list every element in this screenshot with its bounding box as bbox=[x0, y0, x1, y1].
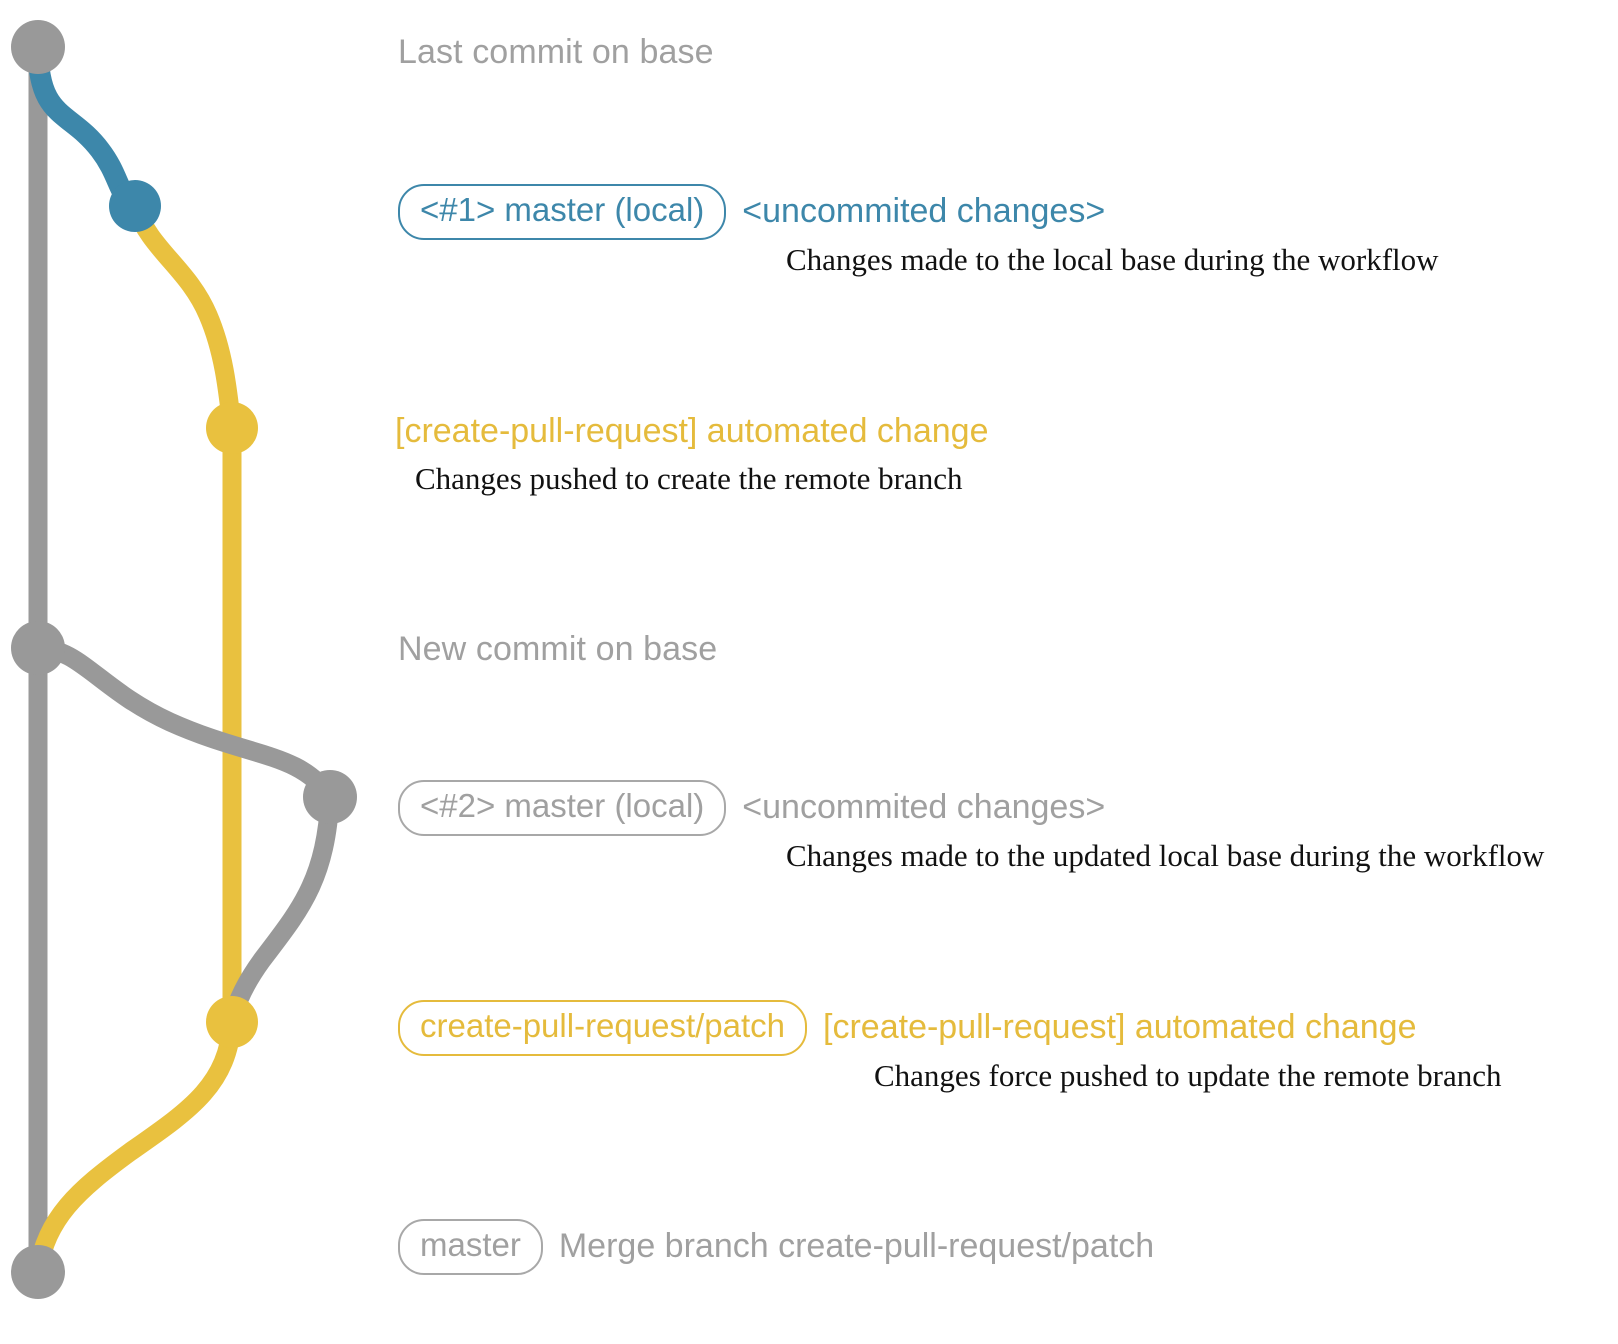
commit-description-force-push-update-remote-branch: Changes force pushed to update the remot… bbox=[874, 1058, 1502, 1093]
node-patch-commit-1 bbox=[206, 402, 258, 454]
edge-base-new-to-local-2 bbox=[28, 638, 340, 807]
node-master-merge-commit bbox=[11, 1245, 65, 1299]
node-base-new-commit bbox=[11, 621, 65, 675]
commit-row-automated-change-1: [create-pull-request] automated change bbox=[395, 412, 988, 451]
edge-local-master-1-to-patch bbox=[125, 196, 242, 438]
commit-message-automated-change-1: [create-pull-request] automated change bbox=[395, 412, 989, 450]
branch-badge-master[interactable]: master bbox=[398, 1219, 543, 1275]
branch-badge-create-pull-request-patch[interactable]: create-pull-request/patch bbox=[398, 1000, 808, 1056]
node-local-master-2 bbox=[303, 770, 357, 824]
commit-row-patch-branch: create-pull-request/patch [create-pull-r… bbox=[398, 1000, 1417, 1056]
commit-description-local-base-changes: Changes made to the local base during th… bbox=[786, 242, 1439, 277]
section-title-last-commit-on-base: Last commit on base bbox=[398, 33, 714, 71]
node-local-master-1 bbox=[109, 180, 161, 232]
branch-badge-master-local-2[interactable]: <#2> master (local) bbox=[398, 780, 727, 836]
edge-base-to-local-master-1 bbox=[27, 36, 146, 217]
commit-description-updated-local-base-changes: Changes made to the updated local base d… bbox=[786, 838, 1545, 873]
commit-description-push-create-remote-branch: Changes pushed to create the remote bran… bbox=[415, 461, 963, 496]
edge-patch-2-to-merge bbox=[28, 1012, 242, 1282]
section-title-new-commit-on-base: New commit on base bbox=[398, 630, 718, 668]
edge-local-2-to-patch-2 bbox=[222, 787, 340, 1032]
commit-message-automated-change-2: [create-pull-request] automated change bbox=[823, 1008, 1417, 1047]
node-base-head-commit bbox=[11, 20, 65, 74]
commit-row-local-master-2: <#2> master (local) <uncommited changes> bbox=[398, 780, 1105, 836]
node-patch-commit-2 bbox=[206, 996, 258, 1048]
commit-message-uncommited-changes-1: <uncommited changes> bbox=[742, 192, 1106, 231]
commit-row-local-master-1: <#1> master (local) <uncommited changes> bbox=[398, 184, 1105, 240]
commit-message-merge-branch: Merge branch create-pull-request/patch bbox=[558, 1227, 1155, 1266]
commit-row-master-merge: master Merge branch create-pull-request/… bbox=[398, 1219, 1154, 1275]
branch-badge-master-local-1[interactable]: <#1> master (local) bbox=[398, 184, 727, 240]
commit-graph bbox=[11, 20, 357, 1299]
commit-message-uncommited-changes-2: <uncommited changes> bbox=[742, 788, 1106, 827]
